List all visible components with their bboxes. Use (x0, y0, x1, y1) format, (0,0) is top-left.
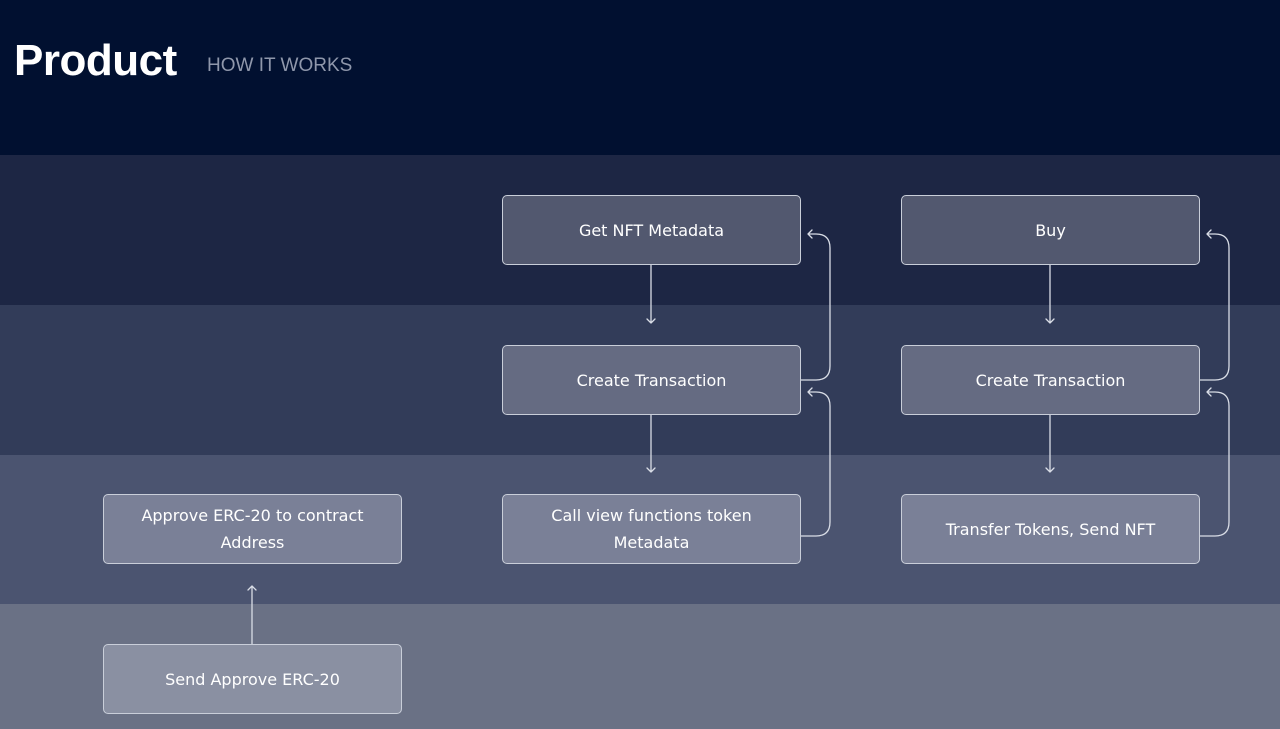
node-approve-erc20: Approve ERC-20 to contract Address (103, 494, 402, 564)
node-call-view-functions: Call view functions token Metadata (502, 494, 801, 564)
page-title: Product (14, 36, 177, 85)
node-create-transaction-left: Create Transaction (502, 345, 801, 415)
node-buy: Buy (901, 195, 1200, 265)
page-subtitle: HOW IT WORKS (207, 55, 353, 76)
node-get-nft-metadata: Get NFT Metadata (502, 195, 801, 265)
node-transfer-tokens: Transfer Tokens, Send NFT (901, 494, 1200, 564)
node-create-transaction-right: Create Transaction (901, 345, 1200, 415)
header-band (0, 0, 1280, 155)
node-send-approve-erc20: Send Approve ERC-20 (103, 644, 402, 714)
